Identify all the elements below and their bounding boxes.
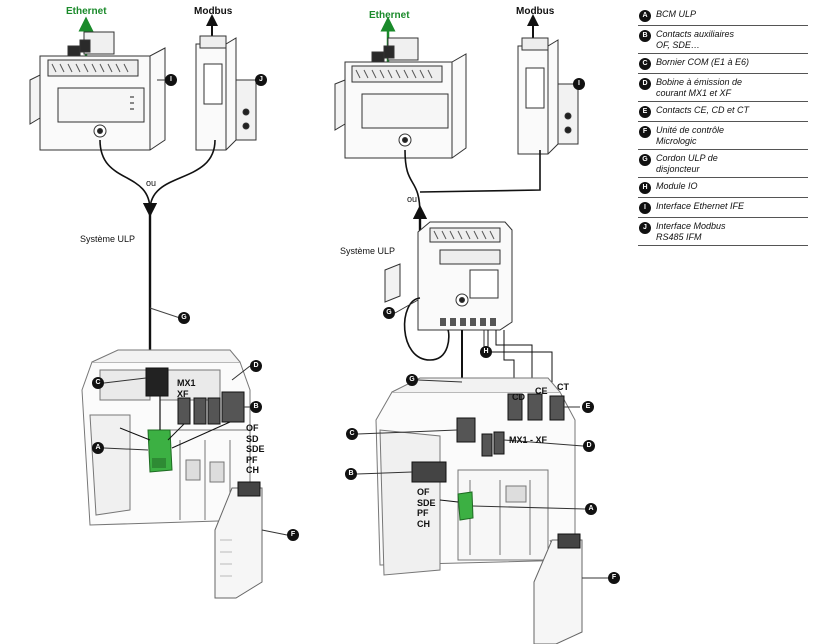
legend-row: E Contacts CE, CD et CT [638,102,808,122]
legend-text: Interface Ethernet IFE [656,201,745,211]
left-callout-f: F [287,529,299,541]
right-callout-g-lower: G [406,374,418,386]
right-cd-label: CD [512,392,525,402]
left-contacts-list: OF SD SDE PF CH [246,423,265,475]
right-callout-h: H [480,346,492,358]
right-ifm-module [517,37,579,155]
right-callout-c: C [346,428,358,440]
right-ct-label: CT [557,382,569,392]
right-callout-f: F [608,572,620,584]
legend-row: G Cordon ULP de disjoncteur [638,150,808,178]
right-ife-module [334,37,467,159]
right-callout-e: E [582,401,594,413]
right-callout-b: B [345,468,357,480]
legend-key-badge: D [639,78,651,90]
right-callout-g-upper: G [383,307,395,319]
left-micrologic [214,481,263,599]
right-mx1xf-label: MX1 - XF [509,435,548,445]
legend-key-badge: I [639,202,651,214]
left-modbus-label: Modbus [194,6,233,17]
legend-text: Interface Modbus RS485 IFM [656,221,726,242]
left-diagram [29,14,288,599]
legend-key-badge: A [639,10,651,22]
legend-text: BCM ULP [656,9,697,19]
legend-key-badge: E [639,106,651,118]
right-ou-label: ou [407,194,418,204]
legend-row: F Unité de contrôle Micrologic [638,122,808,150]
legend-row: J Interface Modbus RS485 IFM [638,218,808,246]
right-ce-label: CE [535,386,548,396]
legend-key-badge: J [639,222,651,234]
right-breaker [375,377,576,576]
legend-key-badge: F [639,126,651,138]
legend-row: H Module IO [638,178,808,198]
legend-row: I Interface Ethernet IFE [638,198,808,218]
left-callout-c: C [92,377,104,389]
legend-key-badge: C [639,58,651,70]
right-ethernet-label: Ethernet [369,10,410,21]
legend-key-badge: H [639,182,651,194]
legend-text: Cordon ULP de disjoncteur [656,153,718,174]
legend-text: Contacts auxiliaires OF, SDE… [656,29,735,50]
left-ethernet-label: Ethernet [66,6,107,17]
left-ifm-module [195,35,257,151]
right-diagram [334,14,608,644]
left-callout-g: G [178,312,190,324]
right-callout-d: D [583,440,595,452]
right-callout-a: A [585,503,597,515]
legend-text: Contacts CE, CD et CT [656,105,750,115]
right-callout-i: I [573,78,585,90]
left-ife-module [29,31,166,151]
left-systeme-label: Système ULP [80,234,136,244]
left-callout-d: D [250,360,262,372]
legend-row: B Contacts auxiliaires OF, SDE… [638,26,808,54]
right-modbus-label: Modbus [516,6,555,17]
left-xf-label: XF [177,389,189,399]
legend-text: Bobine à émission de courant MX1 et XF [656,77,743,98]
right-systeme-label: Système ULP [340,246,396,256]
legend-key-badge: G [639,154,651,166]
right-io-module [384,221,513,331]
right-contacts-list: OF SDE PF CH [417,487,436,529]
left-callout-a: A [92,442,104,454]
right-micrologic [533,533,583,644]
left-ou-label: ou [146,178,157,188]
legend-row: D Bobine à émission de courant MX1 et XF [638,74,808,102]
legend-text: Module IO [656,181,698,191]
legend-text: Unité de contrôle Micrologic [656,125,725,146]
legend-text: Bornier COM (E1 à E6) [656,57,750,67]
left-callout-b: B [250,401,262,413]
legend-key-badge: B [639,30,651,42]
legend-row: C Bornier COM (E1 à E6) [638,54,808,74]
left-callout-i: I [165,74,177,86]
legend-row: A BCM ULP [638,6,808,26]
left-callout-j: J [255,74,267,86]
left-mx1-label: MX1 [177,378,196,388]
